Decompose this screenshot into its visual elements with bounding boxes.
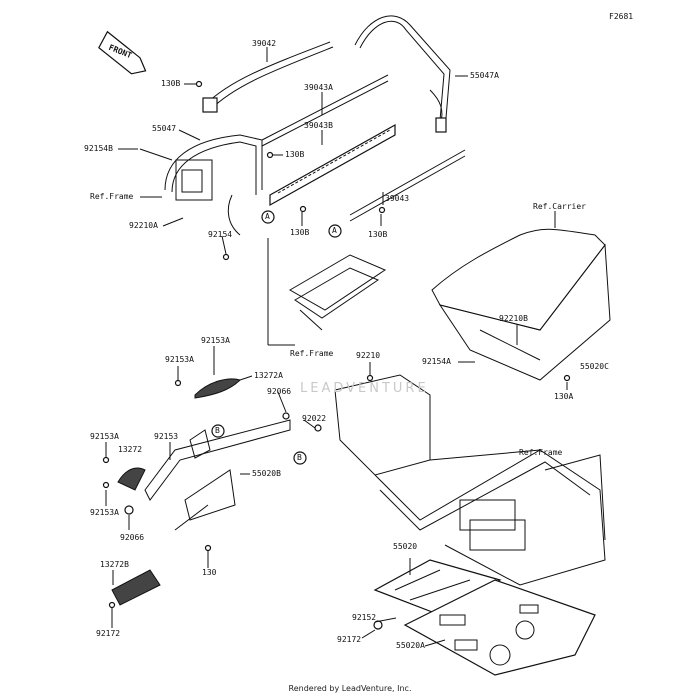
label-39043a: 39043A (304, 83, 333, 92)
label-92154b: 92154B (84, 144, 113, 153)
label-130b-2: 130B (285, 150, 305, 159)
main-frame (334, 374, 606, 586)
label-55020a: 55020A (396, 641, 425, 650)
side-rails (261, 74, 466, 222)
label-92153: 92153 (154, 432, 179, 441)
label-130: 130 (202, 568, 217, 577)
label-92153a-3: 92153A (90, 432, 119, 441)
leader-lines (105, 47, 568, 647)
label-39043: 39043 (385, 194, 410, 203)
label-ref-frame-3: Ref.Frame (519, 448, 563, 457)
label-92172-1: 92172 (96, 629, 121, 638)
label-13272a: 13272A (254, 371, 283, 380)
cover-13272B (111, 569, 161, 606)
label-39042: 39042 (252, 39, 277, 48)
callout-a-1: A (265, 212, 270, 221)
diagram-code: F2681 (609, 12, 634, 21)
label-13272b: 13272B (100, 560, 129, 569)
skid-plate-55020A (403, 579, 596, 676)
fasteners (102, 80, 571, 630)
label-55047: 55047 (152, 124, 177, 133)
label-92066-2: 92066 (120, 533, 145, 542)
label-92152: 92152 (352, 613, 377, 622)
label-92210a: 92210A (129, 221, 158, 230)
label-130a: 130A (554, 392, 574, 401)
label-39043b: 39043B (304, 121, 333, 130)
rops-left-frame (164, 134, 263, 236)
label-92022: 92022 (302, 414, 327, 423)
bed-frame (289, 254, 387, 331)
label-92153a-1: 92153A (201, 336, 230, 345)
label-55020c: 55020C (580, 362, 609, 371)
rops-rear-frame (354, 15, 451, 133)
rear-carrier (431, 228, 611, 381)
cover-13272 (117, 467, 146, 491)
label-92066-1: 92066 (267, 387, 292, 396)
footer-credit: Rendered by LeadVenture, Inc. (288, 684, 412, 693)
watermark: LEADVENTURE (300, 381, 429, 396)
label-92172-2: 92172 (337, 635, 362, 644)
label-92154a-right: 92154A (422, 357, 451, 366)
label-92210b: 92210B (499, 314, 528, 323)
label-55020: 55020 (393, 542, 418, 551)
label-130b-3: 130B (290, 228, 310, 237)
callout-b-2: B (297, 453, 302, 462)
cover-13272A (194, 378, 241, 399)
label-92153a-4: 92153A (90, 508, 119, 517)
label-13272: 13272 (118, 445, 143, 454)
rops-front-bar (202, 41, 334, 113)
callout-b-1: B (215, 426, 220, 435)
label-130b-1: 130B (161, 79, 181, 88)
left-guard-55020B (144, 419, 291, 521)
label-92153a-2: 92153A (165, 355, 194, 364)
label-55020b: 55020B (252, 469, 281, 478)
front-arrow-icon (98, 30, 147, 75)
label-55047a: 55047A (470, 71, 499, 80)
label-92154: 92154 (208, 230, 233, 239)
label-92210: 92210 (356, 351, 381, 360)
callout-a-2: A (332, 226, 337, 235)
label-130b-4: 130B (368, 230, 388, 239)
skid-plate-55020 (373, 559, 502, 616)
label-ref-carrier: Ref.Carrier (533, 202, 586, 211)
callout-circles (211, 210, 342, 465)
label-ref-frame-1: Ref.Frame (90, 192, 134, 201)
label-ref-frame-2: Ref.Frame (290, 349, 334, 358)
